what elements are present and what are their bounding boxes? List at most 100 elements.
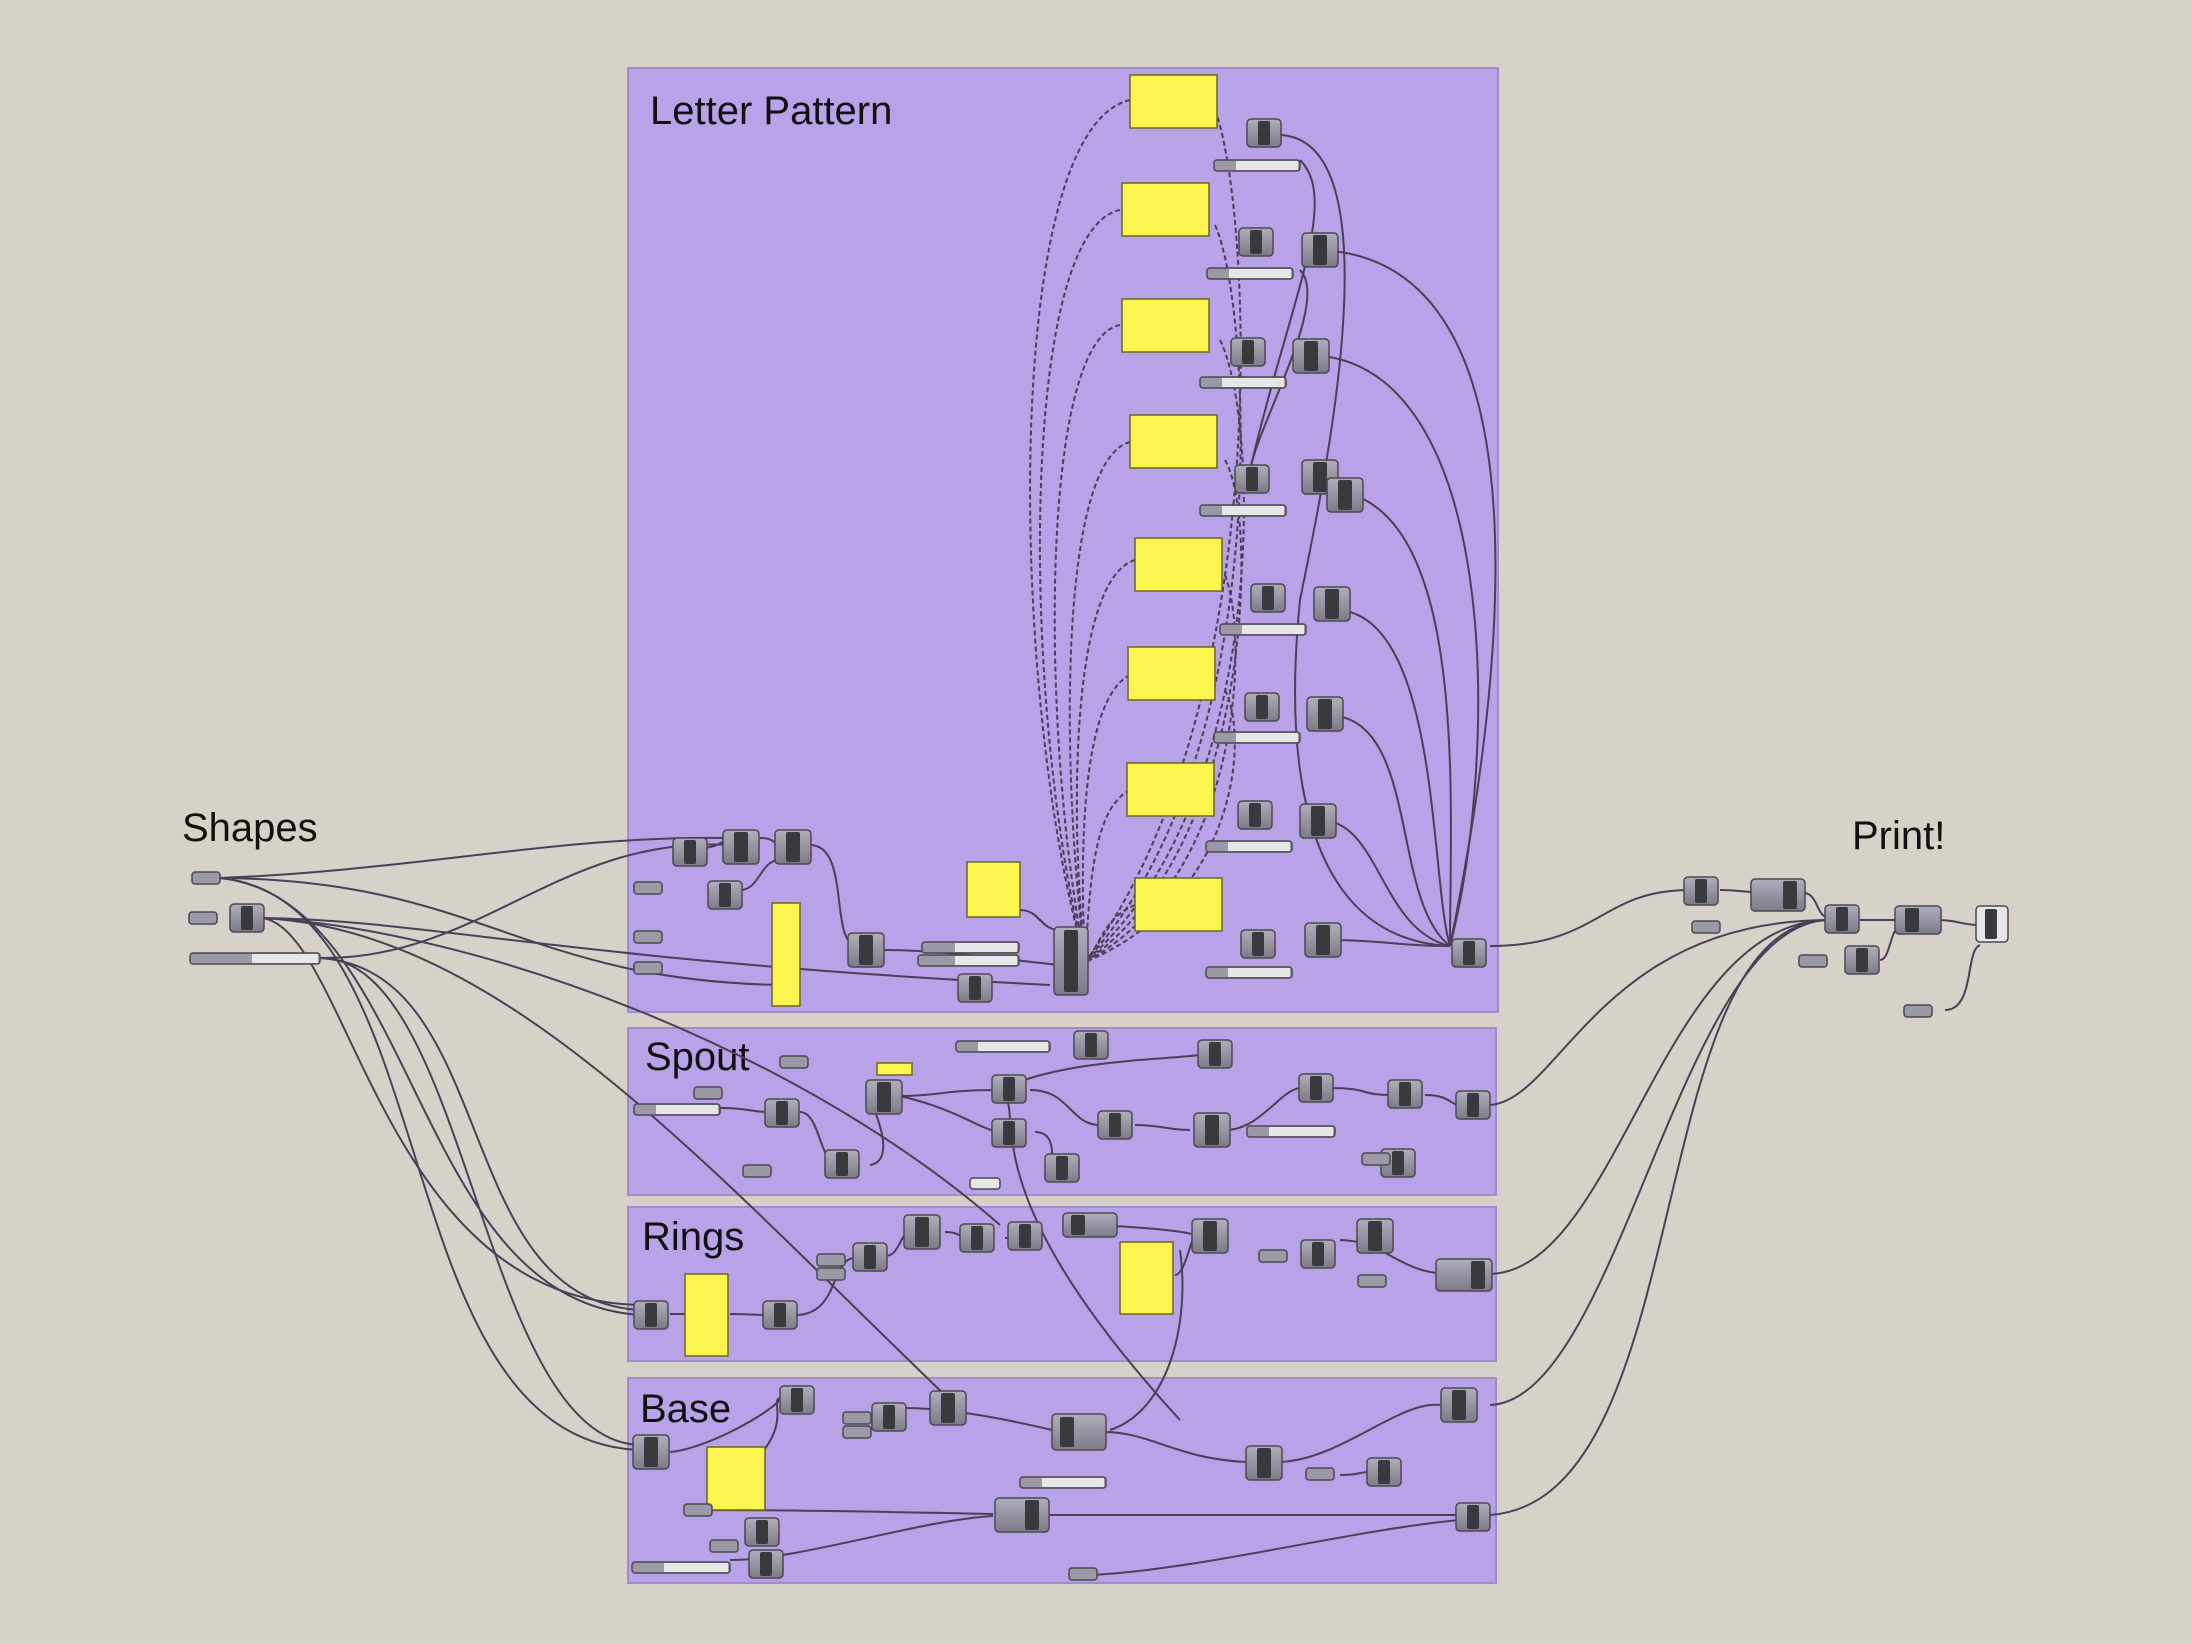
rings-comp-3[interactable] xyxy=(852,1242,888,1272)
rings-comp-8[interactable] xyxy=(1191,1218,1229,1254)
lp-row5-comp-b[interactable] xyxy=(1313,586,1351,622)
panel-rings-1[interactable] xyxy=(684,1273,729,1357)
lp-comp-a[interactable] xyxy=(672,837,708,867)
lp-row2-slider[interactable] xyxy=(1206,267,1294,280)
base-comp-9[interactable] xyxy=(744,1517,780,1547)
base-param-5[interactable] xyxy=(709,1539,739,1553)
lp-comp-e[interactable] xyxy=(847,932,885,968)
rings-param-2[interactable] xyxy=(816,1267,846,1281)
panel-spout-tiny[interactable] xyxy=(876,1062,913,1076)
shapes-slider[interactable] xyxy=(189,952,321,965)
spout-comp-5[interactable] xyxy=(991,1074,1027,1104)
rings-comp-2[interactable] xyxy=(762,1300,798,1330)
lp-param-2[interactable] xyxy=(633,930,663,944)
spout-comp-10[interactable] xyxy=(1193,1112,1231,1148)
lp-row6-comp-b[interactable] xyxy=(1306,696,1344,732)
rings-param-4[interactable] xyxy=(1357,1274,1387,1288)
panel-letter-4[interactable] xyxy=(1129,414,1218,469)
shapes-param-1[interactable] xyxy=(191,871,221,885)
spout-comp-6[interactable] xyxy=(991,1118,1027,1148)
lp-row5-comp-a[interactable] xyxy=(1250,583,1286,613)
print-comp-1[interactable] xyxy=(1683,876,1719,906)
base-comp-8[interactable] xyxy=(1440,1387,1478,1423)
panel-rings-2[interactable] xyxy=(1119,1241,1174,1315)
lp-row5-slider[interactable] xyxy=(1219,623,1307,636)
lp-param-3[interactable] xyxy=(633,961,663,975)
spout-comp-12[interactable] xyxy=(1387,1079,1423,1109)
panel-letter-tall[interactable] xyxy=(771,902,801,1007)
spout-param-2[interactable] xyxy=(693,1086,723,1100)
spout-param-4[interactable] xyxy=(1361,1152,1391,1166)
lp-row6-slider[interactable] xyxy=(1213,731,1301,744)
lp-slider-2[interactable] xyxy=(917,954,1020,967)
spout-slider-3[interactable] xyxy=(1246,1125,1336,1138)
rings-output[interactable] xyxy=(1435,1258,1493,1292)
lp-output-comp[interactable] xyxy=(1451,938,1487,968)
lp-row2-comp-a[interactable] xyxy=(1238,227,1274,257)
print-final-component[interactable] xyxy=(1975,905,2009,943)
print-param-3[interactable] xyxy=(1903,1004,1933,1018)
spout-slider-1[interactable] xyxy=(633,1103,721,1116)
base-comp-4[interactable] xyxy=(929,1390,967,1426)
lp-row1-comp[interactable] xyxy=(1246,118,1282,148)
base-param-1[interactable] xyxy=(842,1411,872,1425)
panel-letter-3[interactable] xyxy=(1121,298,1210,353)
lp-row3-comp-a[interactable] xyxy=(1230,337,1266,367)
group-rings[interactable]: Rings xyxy=(627,1206,1497,1362)
base-comp-3[interactable] xyxy=(871,1402,907,1432)
rings-comp-5[interactable] xyxy=(959,1223,995,1253)
lp-row4-comp-a[interactable] xyxy=(1234,464,1270,494)
panel-letter-8[interactable] xyxy=(1134,877,1223,932)
base-param-2[interactable] xyxy=(842,1425,872,1439)
rings-param-3[interactable] xyxy=(1258,1249,1288,1263)
spout-slider-2[interactable] xyxy=(955,1040,1051,1053)
lp-row3-slider[interactable] xyxy=(1199,376,1287,389)
lp-comp-d[interactable] xyxy=(707,880,743,910)
lp-row1-slider[interactable] xyxy=(1213,159,1301,172)
base-comp-5[interactable] xyxy=(1051,1413,1107,1451)
lp-row8-slider[interactable] xyxy=(1205,966,1293,979)
lp-row4-slider[interactable] xyxy=(1199,504,1287,517)
lp-row7-slider[interactable] xyxy=(1205,840,1293,853)
panel-letter-7[interactable] xyxy=(1126,762,1215,817)
base-param-6[interactable] xyxy=(1068,1567,1098,1581)
rings-param-1[interactable] xyxy=(816,1253,846,1267)
lp-slider-1[interactable] xyxy=(921,941,1020,954)
panel-letter-2[interactable] xyxy=(1121,182,1210,237)
lp-row3-comp-b[interactable] xyxy=(1292,338,1330,374)
spout-comp-4[interactable] xyxy=(1073,1030,1109,1060)
base-param-4[interactable] xyxy=(683,1503,713,1517)
rings-comp-1[interactable] xyxy=(633,1300,669,1330)
spout-comp-1[interactable] xyxy=(764,1098,800,1128)
shapes-component[interactable] xyxy=(229,903,265,933)
base-slider-1[interactable] xyxy=(1019,1476,1107,1489)
panel-base[interactable] xyxy=(706,1446,766,1511)
lp-row2-comp-b[interactable] xyxy=(1301,232,1339,268)
spout-param-3[interactable] xyxy=(742,1164,772,1178)
print-comp-2[interactable] xyxy=(1750,878,1806,912)
base-comp-11[interactable] xyxy=(994,1497,1050,1533)
lp-comp-c[interactable] xyxy=(774,829,812,865)
spout-comp-9[interactable] xyxy=(1197,1039,1233,1069)
print-param-1[interactable] xyxy=(1691,920,1721,934)
base-comp-1[interactable] xyxy=(632,1434,670,1470)
print-param-2[interactable] xyxy=(1798,954,1828,968)
panel-letter-5[interactable] xyxy=(1134,537,1223,592)
lp-row7-comp-b[interactable] xyxy=(1299,803,1337,839)
lp-row6-comp-a[interactable] xyxy=(1244,692,1280,722)
spout-param-1[interactable] xyxy=(779,1055,809,1069)
spout-toggle[interactable] xyxy=(969,1177,1001,1190)
base-comp-10[interactable] xyxy=(748,1549,784,1579)
print-comp-3[interactable] xyxy=(1824,904,1860,934)
rings-comp-9[interactable] xyxy=(1300,1239,1336,1269)
rings-comp-10[interactable] xyxy=(1356,1218,1394,1254)
lp-param-1[interactable] xyxy=(633,881,663,895)
spout-comp-11[interactable] xyxy=(1298,1073,1334,1103)
lp-row4-comp-c[interactable] xyxy=(1326,477,1364,513)
panel-letter-6[interactable] xyxy=(1127,646,1216,701)
lp-row8-comp-a[interactable] xyxy=(1240,929,1276,959)
panel-letter-1[interactable] xyxy=(1129,74,1218,129)
base-slider-2[interactable] xyxy=(631,1561,731,1574)
base-param-3[interactable] xyxy=(1305,1467,1335,1481)
